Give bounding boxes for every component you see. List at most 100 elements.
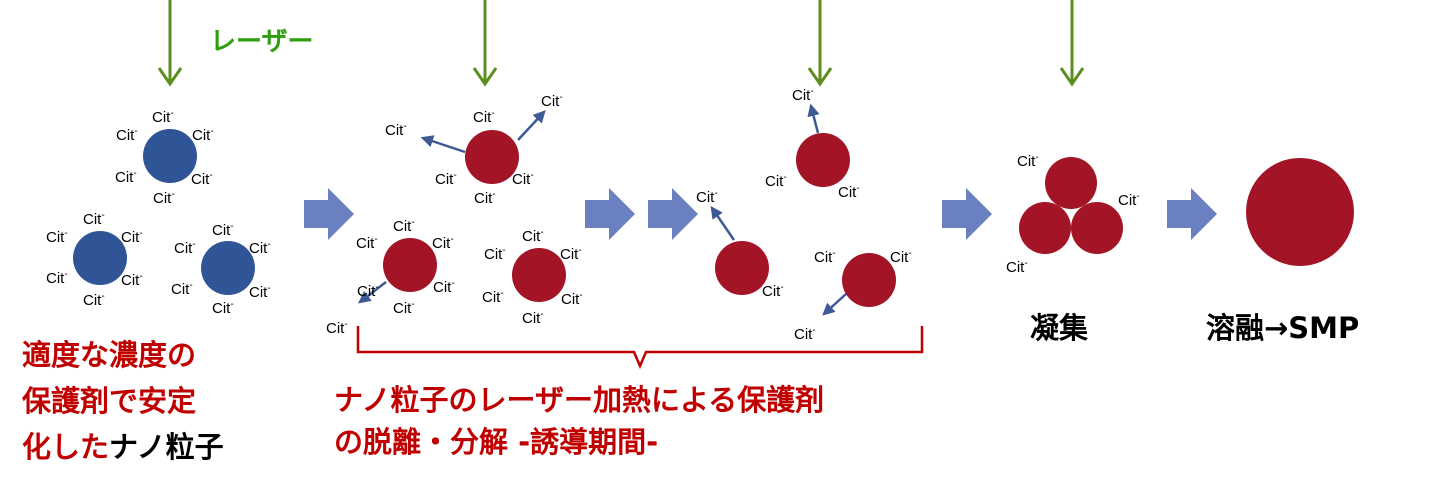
citrate-ligand-label: Cit- — [435, 170, 457, 188]
citrate-charge: - — [714, 188, 717, 199]
citrate-ligand-label: Cit- — [46, 228, 68, 246]
citrate-ligand-label: Cit- — [152, 108, 174, 126]
citrate-ligand-label: Cit- — [191, 170, 213, 188]
citrate-charge: - — [540, 309, 543, 320]
citrate-ligand-label: Cit- — [560, 245, 582, 263]
citrate-charge: - — [530, 170, 533, 181]
stable-particles — [73, 129, 255, 295]
caption-desorption-line-1: ナノ粒子のレーザー加熱による保護剤 — [334, 383, 824, 417]
ligand-arrow — [710, 205, 736, 241]
caption-stabilized-line-3-black: ナノ粒子 — [109, 430, 224, 464]
citrate-ligand-label: Cit- — [512, 170, 534, 188]
citrate-ligand-label: Cit- — [83, 210, 105, 228]
aggregation-label: 凝集 — [1030, 311, 1089, 345]
citrate-charge: - — [832, 248, 835, 259]
citrate-charge: - — [64, 228, 67, 239]
citrate-ligand-label: Cit- — [794, 325, 816, 343]
heated-particle — [842, 253, 896, 307]
citrate-charge: - — [578, 245, 581, 256]
caption-stabilized-line-1: 適度な濃度の — [22, 338, 196, 372]
citrate-charge: - — [210, 126, 213, 137]
heated-particle — [465, 130, 519, 184]
citrate-charge: - — [375, 282, 378, 293]
citrate-ligand-label: Cit- — [522, 309, 544, 327]
ligand-arrow — [807, 103, 820, 134]
process-arrow-5 — [1167, 188, 1217, 240]
citrate-ligand-label: Cit- — [212, 299, 234, 317]
citrate-ligand-label: Cit- — [115, 168, 137, 186]
citrate-charge: - — [908, 248, 911, 259]
ligand-detachment-arrows — [358, 103, 847, 316]
citrate-ligand-label: Cit- — [174, 239, 196, 257]
process-arrow-3 — [648, 188, 698, 240]
citrate-ligand-label: Cit- — [814, 248, 836, 266]
citrate-charge: - — [189, 280, 192, 291]
ligand-arrow — [358, 281, 387, 304]
citrate-ligand-label: Cit- — [153, 189, 175, 207]
caption-stabilized-line-3-red: 化した — [22, 430, 109, 464]
citrate-charge: - — [230, 221, 233, 232]
desorption-caption: ナノ粒子のレーザー加熱による保護剤 の脱離・分解 -誘導期間- — [334, 383, 824, 459]
induction-period-brace — [356, 326, 924, 370]
process-arrow-2 — [585, 188, 635, 240]
citrate-charge: - — [453, 170, 456, 181]
citrate-charge: - — [559, 92, 562, 103]
citrate-charge: - — [344, 319, 347, 330]
citrate-charge: - — [451, 278, 454, 289]
citrate-charge: - — [780, 282, 783, 293]
citrate-ligand-label: Cit- — [192, 126, 214, 144]
citrate-charge: - — [192, 239, 195, 250]
citrate-charge: - — [500, 288, 503, 299]
citrate-ligand-label: Cit- — [792, 86, 814, 104]
citrate-ligand-label: Cit- — [1006, 258, 1028, 276]
citrate-charge: - — [267, 239, 270, 250]
citrate-ligand-label: Cit- — [522, 227, 544, 245]
caption-desorption-line-2: の脱離・分解 -誘導期間- — [334, 425, 658, 459]
citrate-ligand-label: Cit- — [432, 234, 454, 252]
citrate-charge: - — [101, 291, 104, 302]
citrate-charge: - — [1024, 258, 1027, 269]
citrate-charge: - — [1035, 152, 1038, 163]
stable-particle — [143, 129, 197, 183]
ligand-arrow — [822, 293, 847, 316]
ligand-arrow — [517, 110, 546, 141]
citrate-charge: - — [856, 183, 859, 194]
citrate-ligand-label: Cit- — [433, 278, 455, 296]
citrate-ligand-label: Cit- — [171, 280, 193, 298]
citrate-charge: - — [133, 168, 136, 179]
citrate-ligand-label: Cit- — [212, 221, 234, 239]
citrate-ligand-label: Cit- — [473, 108, 495, 126]
citrate-ligand-label: Cit- — [484, 245, 506, 263]
stabilized-caption: 適度な濃度の 保護剤で安定 化したナノ粒子 — [21, 338, 224, 464]
citrate-ligand-label: Cit- — [121, 271, 143, 289]
citrate-ligand-label: Cit- — [474, 189, 496, 207]
citrate-ligand-label: Cit- — [385, 121, 407, 139]
citrate-charge: - — [450, 234, 453, 245]
citrate-ligand-label: Cit- — [116, 126, 138, 144]
laser-arrow-2 — [472, 0, 498, 87]
citrate-charge: - — [267, 283, 270, 294]
process-arrow-4 — [942, 188, 992, 240]
citrate-ligand-label: Cit- — [249, 283, 271, 301]
citrate-charge: - — [139, 228, 142, 239]
stable-particle — [201, 241, 255, 295]
citrate-ligand-label: Cit- — [46, 269, 68, 287]
laser-label: レーザー — [210, 27, 313, 57]
ligand-labels: Cit- Cit- Cit- Cit- Cit- Cit- Cit- Cit- Cit- Cit-… — [46, 86, 1140, 343]
citrate-charge: - — [101, 210, 104, 221]
citrate-charge: - — [579, 290, 582, 301]
citrate-ligand-label: Cit- — [890, 248, 912, 266]
heated-particles — [383, 130, 896, 307]
citrate-ligand-label: Cit- — [541, 92, 563, 110]
heated-particle — [383, 238, 437, 292]
citrate-charge: - — [374, 234, 377, 245]
citrate-ligand-label: Cit- — [765, 172, 787, 190]
citrate-ligand-label: Cit- — [326, 319, 348, 337]
citrate-charge: - — [403, 121, 406, 132]
citrate-ligand-label: Cit- — [393, 299, 415, 317]
process-arrow-1 — [304, 188, 354, 240]
citrate-charge: - — [139, 271, 142, 282]
citrate-charge: - — [812, 325, 815, 336]
